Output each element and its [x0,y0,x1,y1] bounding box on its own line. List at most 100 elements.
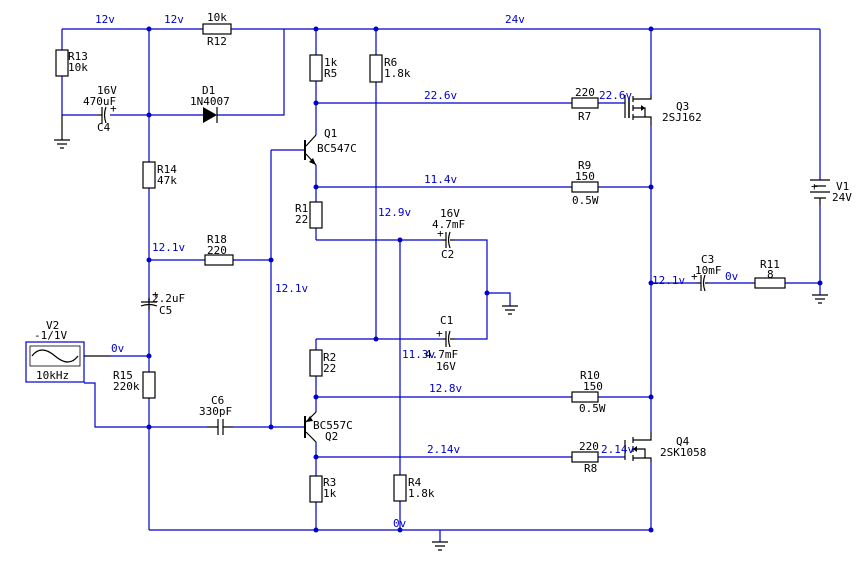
voltage-label: 0v [393,517,407,530]
label-c6-name: C6 [211,394,224,407]
label-c5-name: C5 [159,304,172,317]
label-r11-value: 8 [767,268,774,281]
label-q4-name: Q4 [676,435,690,448]
label-r3-value: 1k [323,487,337,500]
junction-dots [146,26,823,533]
resistor-r9 [571,181,599,193]
label-r18-name: R18 [207,233,227,246]
label-q2-value: BC557C [313,419,353,432]
label-v2-freq: 10kHz [36,369,69,382]
label-r6-name: R6 [384,56,397,69]
label-r10-name: R10 [580,369,600,382]
resistor-r13 [55,49,69,77]
label-r2-name: R2 [323,351,336,364]
label-v2-name: V2 [46,319,59,332]
signal-source-v2 [25,341,110,383]
resistor-r10 [571,391,599,403]
resistor-r6 [369,54,383,83]
svg-text:+: + [691,270,698,283]
transistor-q1 [304,134,317,166]
voltage-label: 12.1v [275,282,308,295]
label-r5-value: 1k [324,56,338,69]
label-r8-name: R8 [584,462,597,475]
label-c6-value: 330pF [199,405,232,418]
resistor-r5 [309,54,323,82]
capacitor-c6 [207,419,233,435]
label-r4-name: R4 [408,476,422,489]
voltage-label: 22.6v [599,89,632,102]
label-r5-name: R5 [324,67,337,80]
label-r7-name: R7 [578,110,591,123]
voltage-label: 24v [505,13,525,26]
label-r10-rating: 0.5W [579,402,606,415]
mosfet-q3 [624,95,652,125]
svg-text:+: + [110,102,117,115]
resistor-r15 [142,371,156,399]
capacitor-c1: + [436,327,455,348]
voltage-labels: 12v 12v 24v 22.6v 22.6v 11.4v 12.9v 12.1… [95,13,739,530]
voltage-label: 11.4v [424,173,457,186]
resistor-r2 [309,349,323,377]
component-labels: R13 10k 10k R12 16V 470uF C4 D1 1N4007 R… [34,11,852,500]
label-r1-value: 22 [295,213,308,226]
label-c4-name: C4 [97,121,111,134]
battery-v1: + [810,179,830,205]
label-r9-value: 150 [575,170,595,183]
resistor-r7 [571,97,599,109]
label-r9-rating: 0.5W [572,194,599,207]
label-v1-name: V1 [836,180,849,193]
mosfet-q4 [624,432,652,462]
transistor-q2 [304,411,317,443]
voltage-label: 2.14v [601,443,634,456]
label-q1-name: Q1 [324,127,337,140]
voltage-label: 2.14v [427,443,460,456]
ground-c4 [54,115,70,149]
ground-output [812,294,828,304]
label-r12-name: R12 [207,35,227,48]
label-c1-rating: 16V [436,360,456,373]
label-r11-name: R11 [760,258,780,271]
resistor-r3 [309,475,323,503]
label-r18-value: 220 [207,244,227,257]
svg-text:+: + [152,288,159,301]
label-r3-name: R3 [323,476,336,489]
label-q2-name: Q2 [325,430,338,443]
label-r4-value: 1.8k [408,487,435,500]
label-r13-name: R13 [68,50,88,63]
label-q3-name: Q3 [676,100,689,113]
label-q4-value: 2SK1058 [660,446,706,459]
resistor-r12 [202,23,232,35]
label-c1-value: 4.7mF [425,348,458,361]
label-r6-value: 1.8k [384,67,411,80]
voltage-label: 12.1v [152,241,185,254]
ground-bottom [432,541,448,551]
voltage-label: 0v [725,270,739,283]
capacitors: + + + + + [98,102,708,435]
voltage-label: 12v [95,13,115,26]
label-r9-name: R9 [578,159,591,172]
ground-symbols [54,115,828,551]
resistor-r1 [309,201,323,229]
capacitor-c5: + [140,288,159,310]
label-r2-value: 22 [323,362,336,375]
voltage-label: 22.6v [424,89,457,102]
label-v1-value: 24V [832,191,852,204]
resistors [55,23,786,503]
label-d1-value: 1N4007 [190,95,230,108]
label-r1-name: R1 [295,202,308,215]
voltage-label: 11.3v [402,348,435,361]
label-r7-value: 220 [575,86,595,99]
label-r8-value: 220 [579,440,599,453]
label-c5-value: 2.2uF [152,292,185,305]
voltage-label: 12.1v [652,274,685,287]
label-r14-value: 47k [157,174,177,187]
resistor-r18 [204,254,234,266]
resistor-r11 [754,277,786,289]
label-c3-name: C3 [701,253,714,266]
ground-c1c2 [502,305,518,315]
label-c4-rating: 16V [97,84,117,97]
svg-text:+: + [436,327,443,340]
diode-d1 [203,107,218,123]
voltage-label: 12.9v [378,206,411,219]
